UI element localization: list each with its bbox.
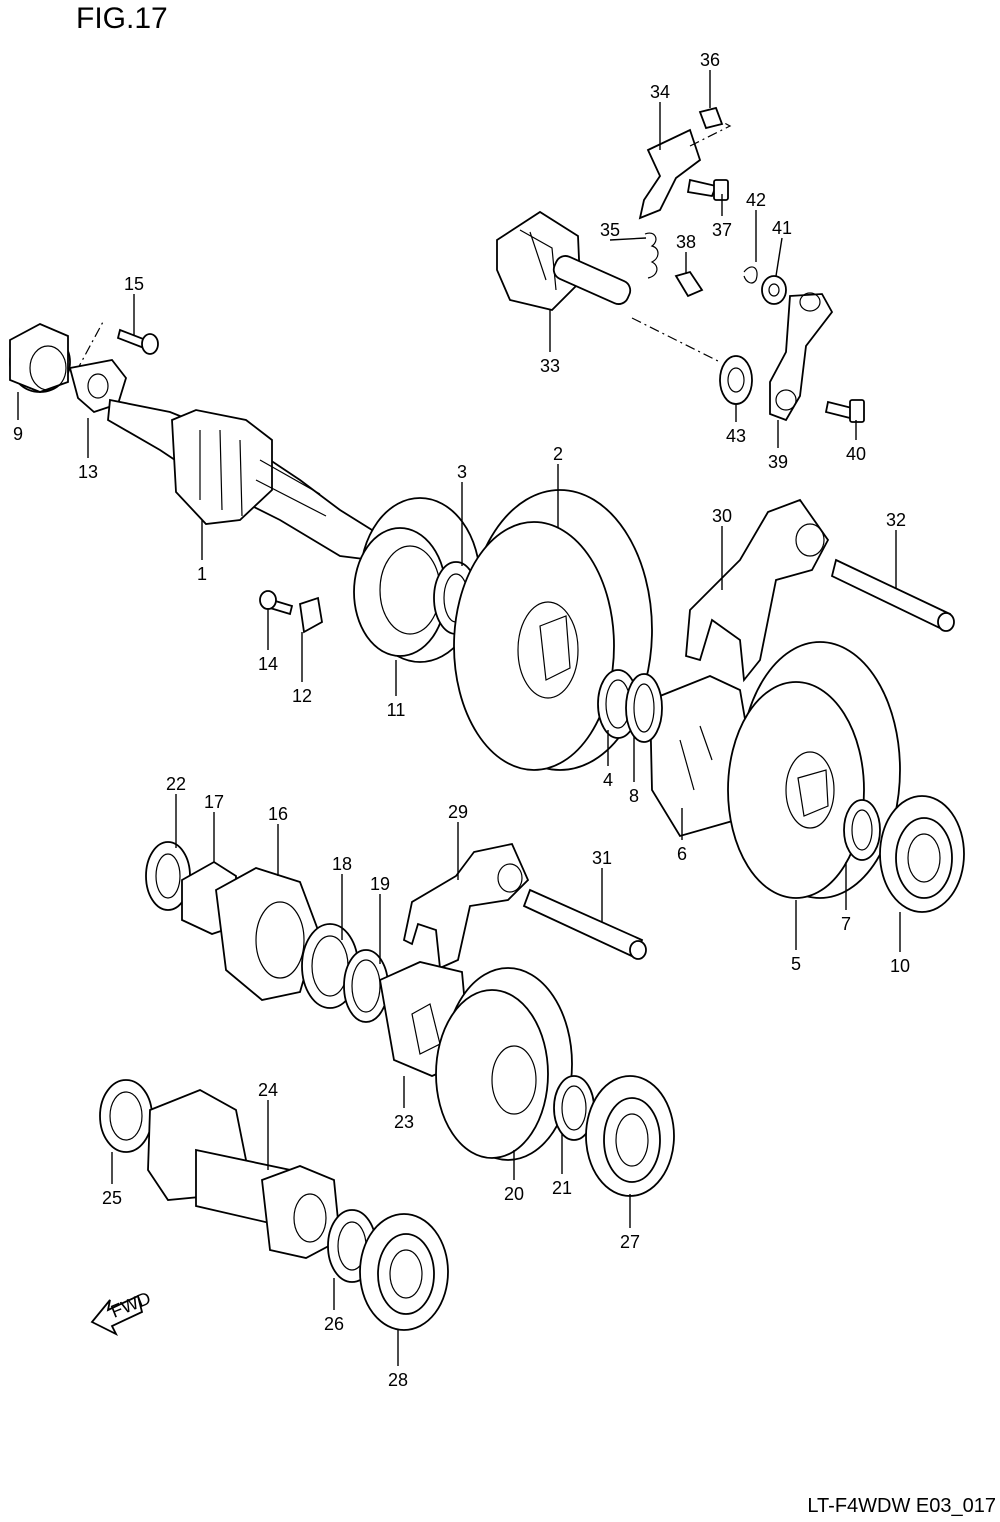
callout-number: 24	[258, 1080, 278, 1100]
callout-number: 40	[846, 444, 866, 464]
callout-number: 1	[197, 564, 207, 584]
figure-title: FIG.17	[76, 2, 168, 35]
callout-number: 5	[791, 954, 801, 974]
callout-number: 2	[553, 444, 563, 464]
callout-number: 27	[620, 1232, 640, 1252]
callout-leader-line	[609, 237, 647, 241]
callout-number: 34	[650, 82, 670, 102]
callout-number: 16	[268, 804, 288, 824]
lower-gear-cluster	[145, 841, 675, 1197]
callout-number: 10	[890, 956, 910, 976]
callout-number: 13	[78, 462, 98, 482]
callout-number: 42	[746, 190, 766, 210]
input-shaft-group	[9, 319, 481, 663]
gear-5-and-sleeve-6	[649, 641, 901, 899]
callout-number: 30	[712, 506, 732, 526]
shift-fork-29-and-shaft-31	[402, 842, 647, 970]
washers-4-7-8	[597, 669, 881, 861]
callout-number: 43	[726, 426, 746, 446]
callout-number: 18	[332, 854, 352, 874]
callout-number: 38	[676, 232, 696, 252]
callout-number: 11	[387, 700, 406, 720]
callout-number: 41	[772, 218, 792, 238]
callout-number: 14	[258, 654, 278, 674]
callout-number: 37	[712, 220, 732, 240]
callout-number: 22	[166, 774, 186, 794]
shift-fork-30-and-shaft-32	[685, 498, 955, 683]
callout-number: 12	[292, 686, 312, 706]
callout-number: 23	[394, 1112, 414, 1132]
callout-number: 32	[886, 510, 906, 530]
callout-number: 8	[629, 786, 639, 806]
callout-number: 36	[700, 50, 720, 70]
model-code: LT-F4WDW E03_017	[807, 1495, 996, 1517]
callout-leader-line	[775, 237, 783, 277]
callout-number: 29	[448, 802, 468, 822]
callout-number: 9	[13, 424, 23, 444]
callout-number: 6	[677, 844, 687, 864]
callout-number: 17	[204, 792, 224, 812]
callout-number: 31	[592, 848, 612, 868]
callout-number: 4	[603, 770, 613, 790]
callout-number: 26	[324, 1314, 344, 1334]
fwd-arrow-icon: FWD	[90, 1288, 153, 1337]
callout-number: 7	[841, 914, 851, 934]
callout-number: 21	[552, 1178, 572, 1198]
bearing-10	[879, 795, 965, 913]
callout-number: 28	[388, 1370, 408, 1390]
countershaft-group	[99, 1079, 449, 1331]
callout-number: 15	[124, 274, 144, 294]
callout-number: 35	[600, 220, 620, 240]
callout-number: 25	[102, 1188, 122, 1208]
callout-number: 19	[370, 874, 390, 894]
callout-number: 39	[768, 452, 788, 472]
callout-number: 20	[504, 1184, 524, 1204]
callout-number: 33	[540, 356, 560, 376]
callout-number: 3	[457, 462, 467, 482]
